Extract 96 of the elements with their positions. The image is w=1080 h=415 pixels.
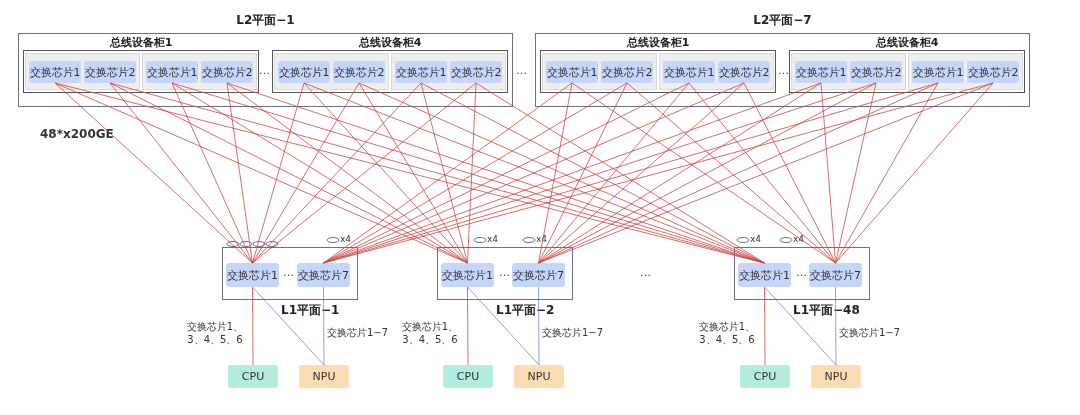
connector-line	[303, 82, 468, 264]
chip-group-box	[274, 53, 389, 90]
connector-line	[171, 82, 253, 264]
edge-label: 交换芯片1−7	[327, 326, 389, 340]
connector-line	[538, 82, 822, 264]
connector-line	[764, 286, 766, 366]
connector-line	[743, 82, 836, 264]
count-label: x4	[340, 234, 352, 244]
chip-box: 交换芯片1	[278, 61, 330, 83]
connector-line	[358, 82, 468, 264]
chip-box: 交换芯片2	[201, 61, 253, 83]
chip-group-box	[25, 53, 140, 90]
connector-line	[835, 82, 939, 264]
connector-line	[323, 82, 573, 264]
ellipsis: …	[778, 64, 789, 77]
ellipsis: …	[640, 266, 651, 279]
connector-line	[323, 82, 628, 264]
chip-box: 交换芯片2	[84, 61, 136, 83]
chip-box: 交换芯片2	[601, 61, 653, 83]
chip-box: 交换芯片1	[29, 61, 81, 83]
connector-line	[538, 82, 628, 264]
cpu-box: CPU	[228, 365, 278, 388]
connector-line	[835, 82, 994, 264]
cabinet-title: 总线设备柜1	[108, 35, 174, 50]
chip-box: 交换芯片2	[450, 61, 502, 83]
connector-line	[54, 82, 253, 264]
bandwidth-label: 48*x200GE	[40, 127, 114, 141]
cpu-box: CPU	[740, 365, 790, 388]
plane-title: L2平面−7	[752, 12, 813, 29]
chip-group-box	[142, 53, 257, 90]
connector-line	[252, 286, 254, 366]
connector-line	[109, 82, 253, 264]
cabinet-title: 总线设备柜4	[357, 35, 423, 50]
chip-box: 交换芯片7	[512, 263, 565, 287]
chip-box: 交换芯片2	[967, 61, 1019, 83]
chip-box: 交换芯片2	[333, 61, 385, 83]
edge-label: 交换芯片1−7	[542, 326, 604, 340]
plane-title: L1平面−1	[281, 302, 340, 319]
chip-group-box	[791, 53, 906, 90]
cabinet-title: 总线设备柜1	[625, 35, 691, 50]
ellipsis: …	[796, 266, 807, 279]
ellipsis: …	[499, 266, 510, 279]
connector-line	[835, 286, 837, 366]
cpu-box: CPU	[443, 365, 493, 388]
chip-box: 交换芯片7	[809, 263, 862, 287]
plane-title: L2平面−1	[235, 12, 296, 29]
connector-line	[467, 82, 477, 264]
count-label: x4	[536, 234, 548, 244]
npu-box: NPU	[514, 365, 564, 388]
connector-line	[467, 286, 469, 366]
ellipsis: …	[516, 64, 527, 77]
connector-line	[252, 82, 422, 264]
connector-line	[467, 286, 540, 366]
chip-group-box	[391, 53, 506, 90]
chip-box: 交换芯片1	[546, 61, 598, 83]
connector-line	[226, 82, 253, 264]
chip-box: 交换芯片1	[395, 61, 447, 83]
ellipsis: …	[259, 64, 270, 77]
connector-line	[420, 82, 468, 264]
connector-line	[252, 82, 305, 264]
count-label: x4	[793, 234, 805, 244]
chip-box: 交换芯片2	[850, 61, 902, 83]
connector-line	[252, 286, 325, 366]
connector-line	[538, 82, 573, 264]
chip-box: 交换芯片1	[226, 263, 279, 287]
connector-line	[571, 82, 836, 264]
plane-title: L1平面−2	[496, 302, 555, 319]
chip-box: 交换芯片7	[297, 263, 350, 287]
edge-label: 交换芯片1−7	[839, 326, 901, 340]
connector-line	[323, 286, 325, 366]
chip-box: 交换芯片2	[718, 61, 770, 83]
connector-line	[764, 286, 837, 366]
chip-box: 交换芯片1	[795, 61, 847, 83]
plane-title: L1平面−48	[793, 302, 860, 319]
chip-box: 交换芯片1	[738, 263, 791, 287]
cabinet-title: 总线设备柜4	[874, 35, 940, 50]
chip-box: 交换芯片1	[441, 263, 494, 287]
npu-box: NPU	[299, 365, 349, 388]
connector-line	[171, 82, 468, 264]
chip-box: 交换芯片1	[146, 61, 198, 83]
chip-box: 交换芯片1	[912, 61, 964, 83]
connector-line	[538, 82, 745, 264]
count-label: x4	[487, 234, 499, 244]
connector-line	[626, 82, 836, 264]
chip-group-box	[659, 53, 774, 90]
chip-box: 交换芯片1	[663, 61, 715, 83]
chip-group-box	[908, 53, 1023, 90]
npu-box: NPU	[811, 365, 861, 388]
ellipsis: …	[283, 266, 294, 279]
connector-line	[538, 286, 540, 366]
chip-group-box	[542, 53, 657, 90]
connector-line	[688, 82, 836, 264]
connector-line	[252, 82, 360, 264]
connector-line	[835, 82, 877, 264]
connector-line	[475, 82, 765, 264]
count-label: x4	[750, 234, 762, 244]
